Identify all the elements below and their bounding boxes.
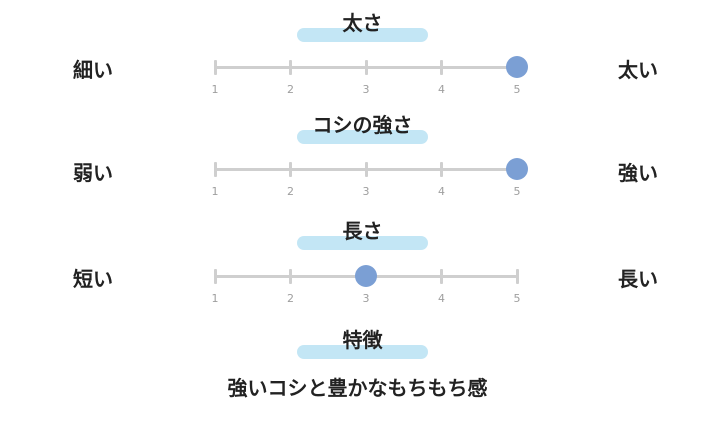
left-label-length: 短い bbox=[73, 267, 113, 291]
scale-number: 2 bbox=[287, 185, 294, 198]
scale-firmness: 1 2 3 4 5 bbox=[207, 158, 528, 201]
heading-highlight bbox=[297, 130, 428, 144]
heading-feature-label: 特徴 bbox=[342, 328, 383, 352]
scale-tick bbox=[289, 269, 292, 284]
scale-tick bbox=[515, 269, 519, 284]
scale-tick bbox=[364, 162, 368, 177]
feature-text: 強いコシと豊かなもちもち感 bbox=[227, 376, 488, 400]
scale-tick bbox=[440, 60, 443, 75]
scale-number: 5 bbox=[513, 292, 521, 305]
scale-tick bbox=[289, 60, 292, 75]
scale-tick bbox=[213, 60, 217, 75]
scale-number: 3 bbox=[362, 83, 370, 96]
rating-marker bbox=[506, 56, 528, 78]
heading-thickness: 太さ bbox=[297, 0, 428, 50]
heading-highlight bbox=[297, 28, 428, 42]
scale-number: 4 bbox=[438, 185, 445, 198]
left-label-thickness: 細い bbox=[73, 58, 113, 82]
scale-tick bbox=[364, 60, 368, 75]
rating-marker bbox=[506, 158, 528, 180]
heading-length: 長さ bbox=[297, 208, 428, 258]
scale-thickness: 1 2 3 4 5 bbox=[207, 56, 528, 99]
scale-number: 5 bbox=[513, 185, 521, 198]
scale-tick bbox=[440, 162, 443, 177]
right-label-thickness: 太い bbox=[618, 58, 658, 82]
scale-number: 1 bbox=[211, 83, 219, 96]
scale-number: 4 bbox=[438, 83, 445, 96]
scale-number: 3 bbox=[362, 292, 370, 305]
heading-firmness: コシの強さ bbox=[297, 102, 428, 152]
right-label-length: 長い bbox=[618, 267, 658, 291]
scale-tick bbox=[213, 162, 217, 177]
scale-tick bbox=[289, 162, 292, 177]
scale-number: 1 bbox=[211, 292, 219, 305]
heading-highlight bbox=[297, 345, 428, 359]
scale-number: 2 bbox=[287, 292, 294, 305]
left-label-firmness: 弱い bbox=[73, 161, 113, 185]
scale-length: 1 2 3 4 5 bbox=[207, 265, 527, 308]
heading-feature: 特徴 bbox=[297, 317, 428, 367]
scale-tick bbox=[213, 269, 217, 284]
scale-tick bbox=[440, 269, 443, 284]
scale-number: 1 bbox=[211, 185, 219, 198]
right-label-firmness: 強い bbox=[618, 161, 658, 185]
rating-marker bbox=[355, 265, 377, 287]
heading-thickness-label: 太さ bbox=[342, 11, 383, 35]
scale-number: 5 bbox=[513, 83, 521, 96]
scale-number: 4 bbox=[438, 292, 445, 305]
scale-number: 3 bbox=[362, 185, 370, 198]
heading-highlight bbox=[297, 236, 428, 250]
heading-length-label: 長さ bbox=[342, 219, 383, 243]
heading-firmness-label: コシの強さ bbox=[312, 113, 413, 137]
scale-number: 2 bbox=[287, 83, 294, 96]
